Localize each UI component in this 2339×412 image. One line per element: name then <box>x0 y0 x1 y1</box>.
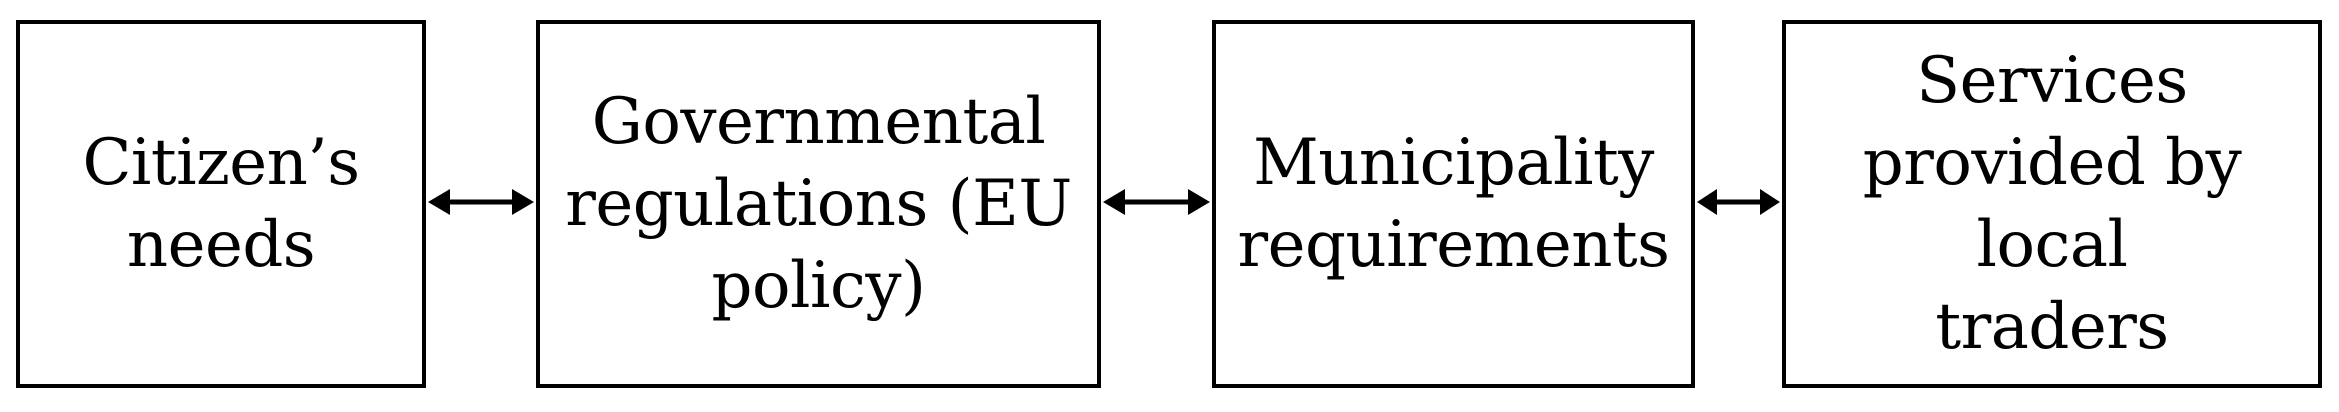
box-label: Governmental regulations (EU policy) <box>565 85 1072 323</box>
box-label: Services provided by local traders <box>1862 44 2242 364</box>
citizens-needs-box: Citizen’s needs <box>16 20 426 388</box>
double-arrow-icon <box>1103 189 1210 215</box>
municipality-requirements-box: Municipality requirements <box>1212 20 1695 388</box>
box-label: Citizen’s needs <box>82 126 360 282</box>
box-label: Municipality requirements <box>1237 126 1670 282</box>
services-local-traders-box: Services provided by local traders <box>1782 20 2322 388</box>
double-arrow-icon <box>428 189 534 215</box>
governmental-regulations-box: Governmental regulations (EU policy) <box>536 20 1101 388</box>
double-arrow-icon <box>1697 189 1780 215</box>
